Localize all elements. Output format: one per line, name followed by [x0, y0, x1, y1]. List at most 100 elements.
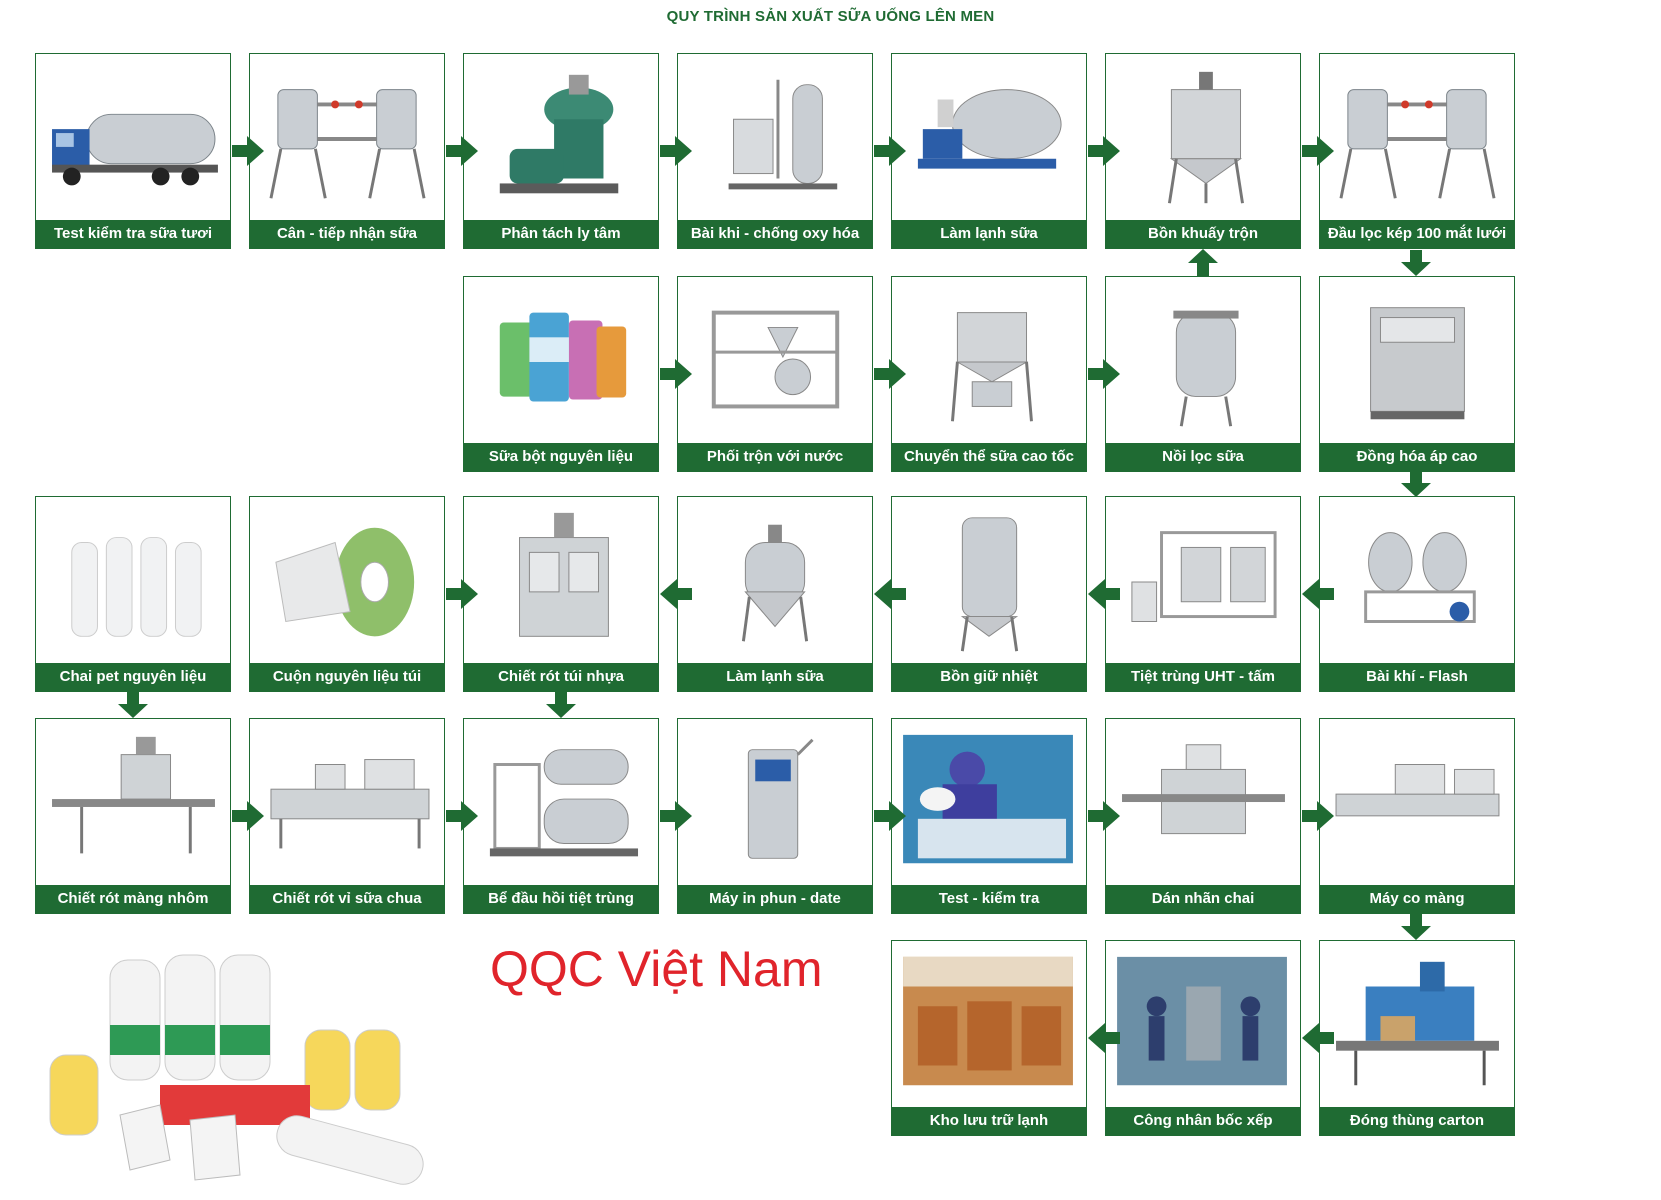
- inkjet-printer-icon: [684, 725, 866, 883]
- film-roll-icon: [256, 503, 438, 661]
- step-label: Bồn giữ nhiệt: [892, 663, 1086, 691]
- holding-tank-icon: [898, 503, 1080, 661]
- bottle-filling-line-icon: [42, 725, 224, 883]
- pet-bottles-icon: [42, 503, 224, 661]
- step-homogenize: Đồng hóa áp cao: [1319, 276, 1515, 472]
- arrow-left-icon: [1088, 1023, 1120, 1053]
- step-uht-sterilize: Tiệt trùng UHT - tấm: [1105, 496, 1301, 692]
- step-label: Nồi lọc sữa: [1106, 443, 1300, 471]
- mixer-frame-icon: [684, 283, 866, 441]
- shrink-wrap-machine-icon: [1326, 725, 1508, 883]
- milk-tanker-truck-icon: [42, 60, 224, 218]
- arrow-down-icon: [1401, 914, 1431, 940]
- arrow-left-icon: [1302, 1023, 1334, 1053]
- arrow-down-icon: [118, 692, 148, 718]
- step-centrifuge: Phân tách ly tâm: [463, 53, 659, 249]
- step-yogurt-cup-filling: Chiết rót vỉ sữa chua: [249, 718, 445, 914]
- arrow-right-icon: [232, 136, 264, 166]
- dairy-products-illustration: [30, 945, 470, 1195]
- arrow-up-icon: [1188, 249, 1218, 277]
- step-weigh-receive-milk: Cân - tiếp nhận sữa: [249, 53, 445, 249]
- cooling-tank-icon: [898, 60, 1080, 218]
- homogenizer-icon: [1326, 283, 1508, 441]
- step-cool-milk-2: Làm lạnh sữa: [677, 496, 873, 692]
- step-label: Chuyển thể sữa cao tốc: [892, 443, 1086, 471]
- arrow-right-icon: [660, 801, 692, 831]
- emulsifier-icon: [898, 283, 1080, 441]
- step-test-fresh-milk: Test kiểm tra sữa tươi: [35, 53, 231, 249]
- step-label: Cuộn nguyên liệu túi: [250, 663, 444, 691]
- step-label: Công nhân bốc xếp: [1106, 1107, 1300, 1135]
- step-label: Phối trộn với nước: [678, 443, 872, 471]
- step-bottle-labeling: Dán nhãn chai: [1105, 718, 1301, 914]
- deaerator-icon: [684, 60, 866, 218]
- arrow-right-icon: [1088, 801, 1120, 831]
- step-label: Bồn khuấy trộn: [1106, 220, 1300, 248]
- step-inkjet-date: Máy in phun - date: [677, 718, 873, 914]
- step-milk-filter-pot: Nồi lọc sữa: [1105, 276, 1301, 472]
- lab-inspection-icon: [898, 725, 1080, 883]
- arrow-right-icon: [660, 136, 692, 166]
- arrow-right-icon: [1302, 136, 1334, 166]
- step-label: Đóng thùng carton: [1320, 1107, 1514, 1135]
- step-label: Chiết rót màng nhôm: [36, 885, 230, 913]
- step-label: Làm lạnh sữa: [678, 663, 872, 691]
- arrow-down-icon: [1401, 250, 1431, 276]
- arrow-down-icon: [546, 692, 576, 718]
- step-label: Bài khí - Flash: [1320, 663, 1514, 691]
- flash-deaerator-icon: [1326, 503, 1508, 661]
- step-cold-storage: Kho lưu trữ lạnh: [891, 940, 1087, 1136]
- step-holding-tank: Bồn giữ nhiệt: [891, 496, 1087, 692]
- step-foil-seal-filling: Chiết rót màng nhôm: [35, 718, 231, 914]
- centrifuge-separator-icon: [470, 60, 652, 218]
- step-double-filter: Đầu lọc kép 100 mắt lưới: [1319, 53, 1515, 249]
- step-pouch-roll: Cuộn nguyên liệu túi: [249, 496, 445, 692]
- arrow-right-icon: [1088, 359, 1120, 389]
- step-label: Cân - tiếp nhận sữa: [250, 220, 444, 248]
- cooling-vessel-icon: [684, 503, 866, 661]
- step-label: Đầu lọc kép 100 mắt lưới: [1320, 220, 1514, 248]
- step-label: Kho lưu trữ lạnh: [892, 1107, 1086, 1135]
- arrow-left-icon: [874, 579, 906, 609]
- step-workers-loading: Công nhân bốc xếp: [1105, 940, 1301, 1136]
- step-cool-milk: Làm lạnh sữa: [891, 53, 1087, 249]
- brand-name: QQC Việt Nam: [490, 941, 823, 997]
- step-shrink-wrap: Máy co màng: [1319, 718, 1515, 914]
- mixing-tank-icon: [1112, 60, 1294, 218]
- arrow-right-icon: [446, 136, 478, 166]
- step-high-speed-emulsify: Chuyển thể sữa cao tốc: [891, 276, 1087, 472]
- pouch-filler-icon: [470, 503, 652, 661]
- arrow-right-icon: [446, 579, 478, 609]
- twin-filter-tank-icon: [1326, 60, 1508, 218]
- step-label: Sữa bột nguyên liệu: [464, 443, 658, 471]
- arrow-right-icon: [1088, 136, 1120, 166]
- milk-powder-cans-icon: [470, 283, 652, 441]
- arrow-right-icon: [446, 801, 478, 831]
- arrow-right-icon: [874, 801, 906, 831]
- step-label: Tiệt trùng UHT - tấm: [1106, 663, 1300, 691]
- step-label: Làm lạnh sữa: [892, 220, 1086, 248]
- step-carton-packing: Đóng thùng carton: [1319, 940, 1515, 1136]
- cold-storage-icon: [898, 947, 1080, 1105]
- arrow-right-icon: [874, 136, 906, 166]
- step-test-inspect: Test - kiểm tra: [891, 718, 1087, 914]
- step-label: Máy co màng: [1320, 885, 1514, 913]
- filter-vessel-icon: [1112, 283, 1294, 441]
- step-retort-sterilize: Bể đầu hồi tiệt trùng: [463, 718, 659, 914]
- step-label: Đồng hóa áp cao: [1320, 443, 1514, 471]
- arrow-right-icon: [1302, 801, 1334, 831]
- step-label: Dán nhãn chai: [1106, 885, 1300, 913]
- step-mixing-tank: Bồn khuấy trộn: [1105, 53, 1301, 249]
- step-deaeration-antioxidation: Bài khi - chống oxy hóa: [677, 53, 873, 249]
- step-label: Bể đầu hồi tiệt trùng: [464, 885, 658, 913]
- carton-packer-icon: [1326, 947, 1508, 1105]
- step-flash-deaerate: Bài khí - Flash: [1319, 496, 1515, 692]
- workers-icon: [1112, 947, 1294, 1105]
- step-label: Máy in phun - date: [678, 885, 872, 913]
- plate-sterilizer-icon: [1112, 503, 1294, 661]
- labeling-machine-icon: [1112, 725, 1294, 883]
- diagram-title: QUY TRÌNH SẢN XUẤT SỮA UỐNG LÊN MEN: [666, 8, 995, 25]
- step-label: Chiết rót túi nhựa: [464, 663, 658, 691]
- step-label: Test kiểm tra sữa tươi: [36, 220, 230, 248]
- step-label: Phân tách ly tâm: [464, 220, 658, 248]
